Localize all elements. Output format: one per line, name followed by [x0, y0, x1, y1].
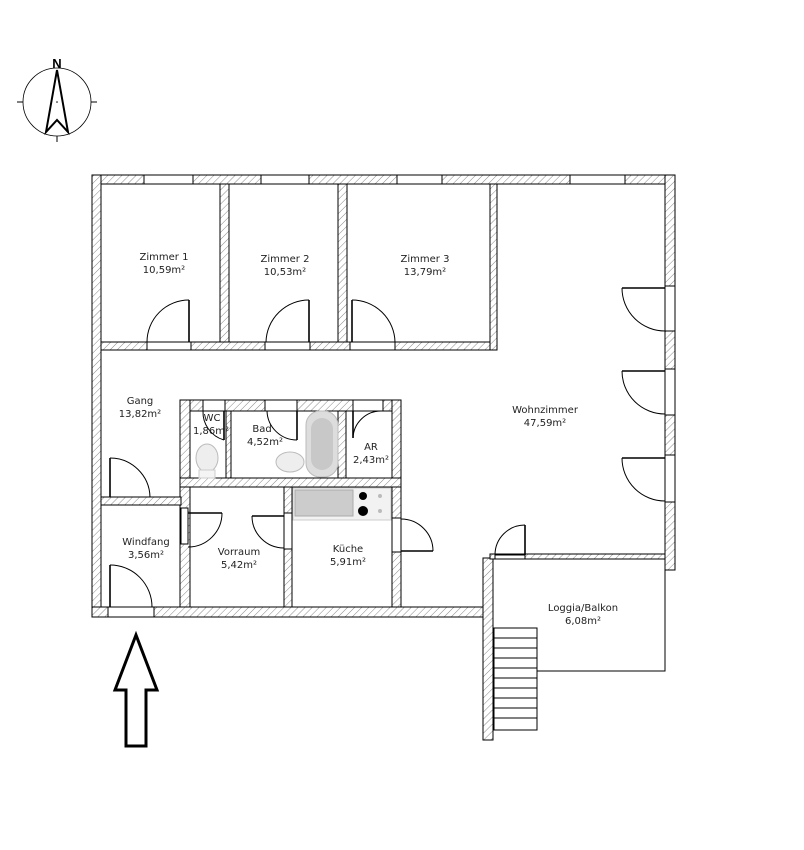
room-area: 4,52m² [247, 437, 283, 448]
room-kueche: Küche 5,91m² [330, 544, 366, 568]
toilet-icon [195, 443, 219, 479]
room-name: Zimmer 3 [401, 254, 450, 265]
room-name: Loggia/Balkon [548, 603, 618, 614]
room-vorraum: Vorraum 5,42m² [218, 547, 260, 571]
stairs [493, 627, 538, 731]
room-zimmer2: Zimmer 2 10,53m² [261, 254, 310, 278]
room-area: 13,82m² [119, 409, 161, 420]
doors [109, 287, 666, 608]
room-name: Vorraum [218, 547, 260, 558]
room-area: 5,42m² [221, 560, 257, 571]
room-name: Gang [127, 396, 154, 407]
room-area: 10,53m² [264, 267, 306, 278]
room-name: Bad [252, 424, 271, 435]
door-wc[interactable] [202, 410, 225, 441]
room-name: AR [364, 442, 378, 453]
walls [91, 174, 676, 741]
room-area: 1,86m² [193, 426, 229, 437]
room-zimmer3: Zimmer 3 13,79m² [401, 254, 450, 278]
room-area: 10,59m² [143, 265, 185, 276]
kitchen-counter-icon [292, 487, 392, 521]
room-area: 47,59m² [524, 418, 566, 429]
door-zimmer2[interactable] [265, 299, 310, 343]
north-label: N [52, 56, 61, 71]
room-windfang: Windfang 3,56m² [122, 537, 169, 561]
room-name: Küche [333, 544, 363, 555]
room-area: 13,79m² [404, 267, 446, 278]
door-ar[interactable] [352, 410, 382, 439]
door-balcony-1[interactable] [621, 287, 666, 332]
door-balcony-3[interactable] [621, 457, 666, 502]
door-vorraum-left[interactable] [187, 512, 223, 548]
room-area: 6,08m² [565, 616, 601, 627]
room-gang: Gang 13,82m² [119, 396, 161, 420]
room-area: 2,43m² [353, 455, 389, 466]
north-compass-icon: N [17, 56, 97, 142]
entrance-arrow-icon [112, 630, 160, 748]
door-loggia[interactable] [494, 524, 526, 556]
loggia-outline [492, 558, 666, 672]
room-ar: AR 2,43m² [353, 442, 389, 466]
room-bad: Bad 4,52m² [247, 424, 283, 448]
room-wohnzimmer: Wohnzimmer 47,59m² [512, 405, 579, 429]
room-wc: WC 1,86m² [193, 413, 229, 437]
door-entrance[interactable] [109, 564, 153, 608]
room-name: Wohnzimmer [512, 405, 579, 416]
sink-icon [275, 451, 305, 473]
door-zimmer3[interactable] [351, 299, 396, 343]
room-name: Zimmer 2 [261, 254, 310, 265]
door-balcony-2[interactable] [621, 370, 666, 415]
door-vorraum-right[interactable] [251, 515, 285, 549]
door-windfang[interactable] [109, 457, 151, 498]
room-name: Windfang [122, 537, 169, 548]
windows [107, 174, 676, 618]
room-area: 3,56m² [128, 550, 164, 561]
room-name: WC [204, 413, 221, 424]
room-name: Zimmer 1 [140, 252, 189, 263]
door-kueche[interactable] [400, 518, 434, 552]
room-zimmer1: Zimmer 1 10,59m² [140, 252, 189, 276]
door-bad[interactable] [266, 410, 298, 441]
room-area: 5,91m² [330, 557, 366, 568]
room-loggia: Loggia/Balkon 6,08m² [548, 603, 618, 627]
door-zimmer1[interactable] [146, 299, 190, 343]
bathtub-icon [305, 410, 339, 478]
